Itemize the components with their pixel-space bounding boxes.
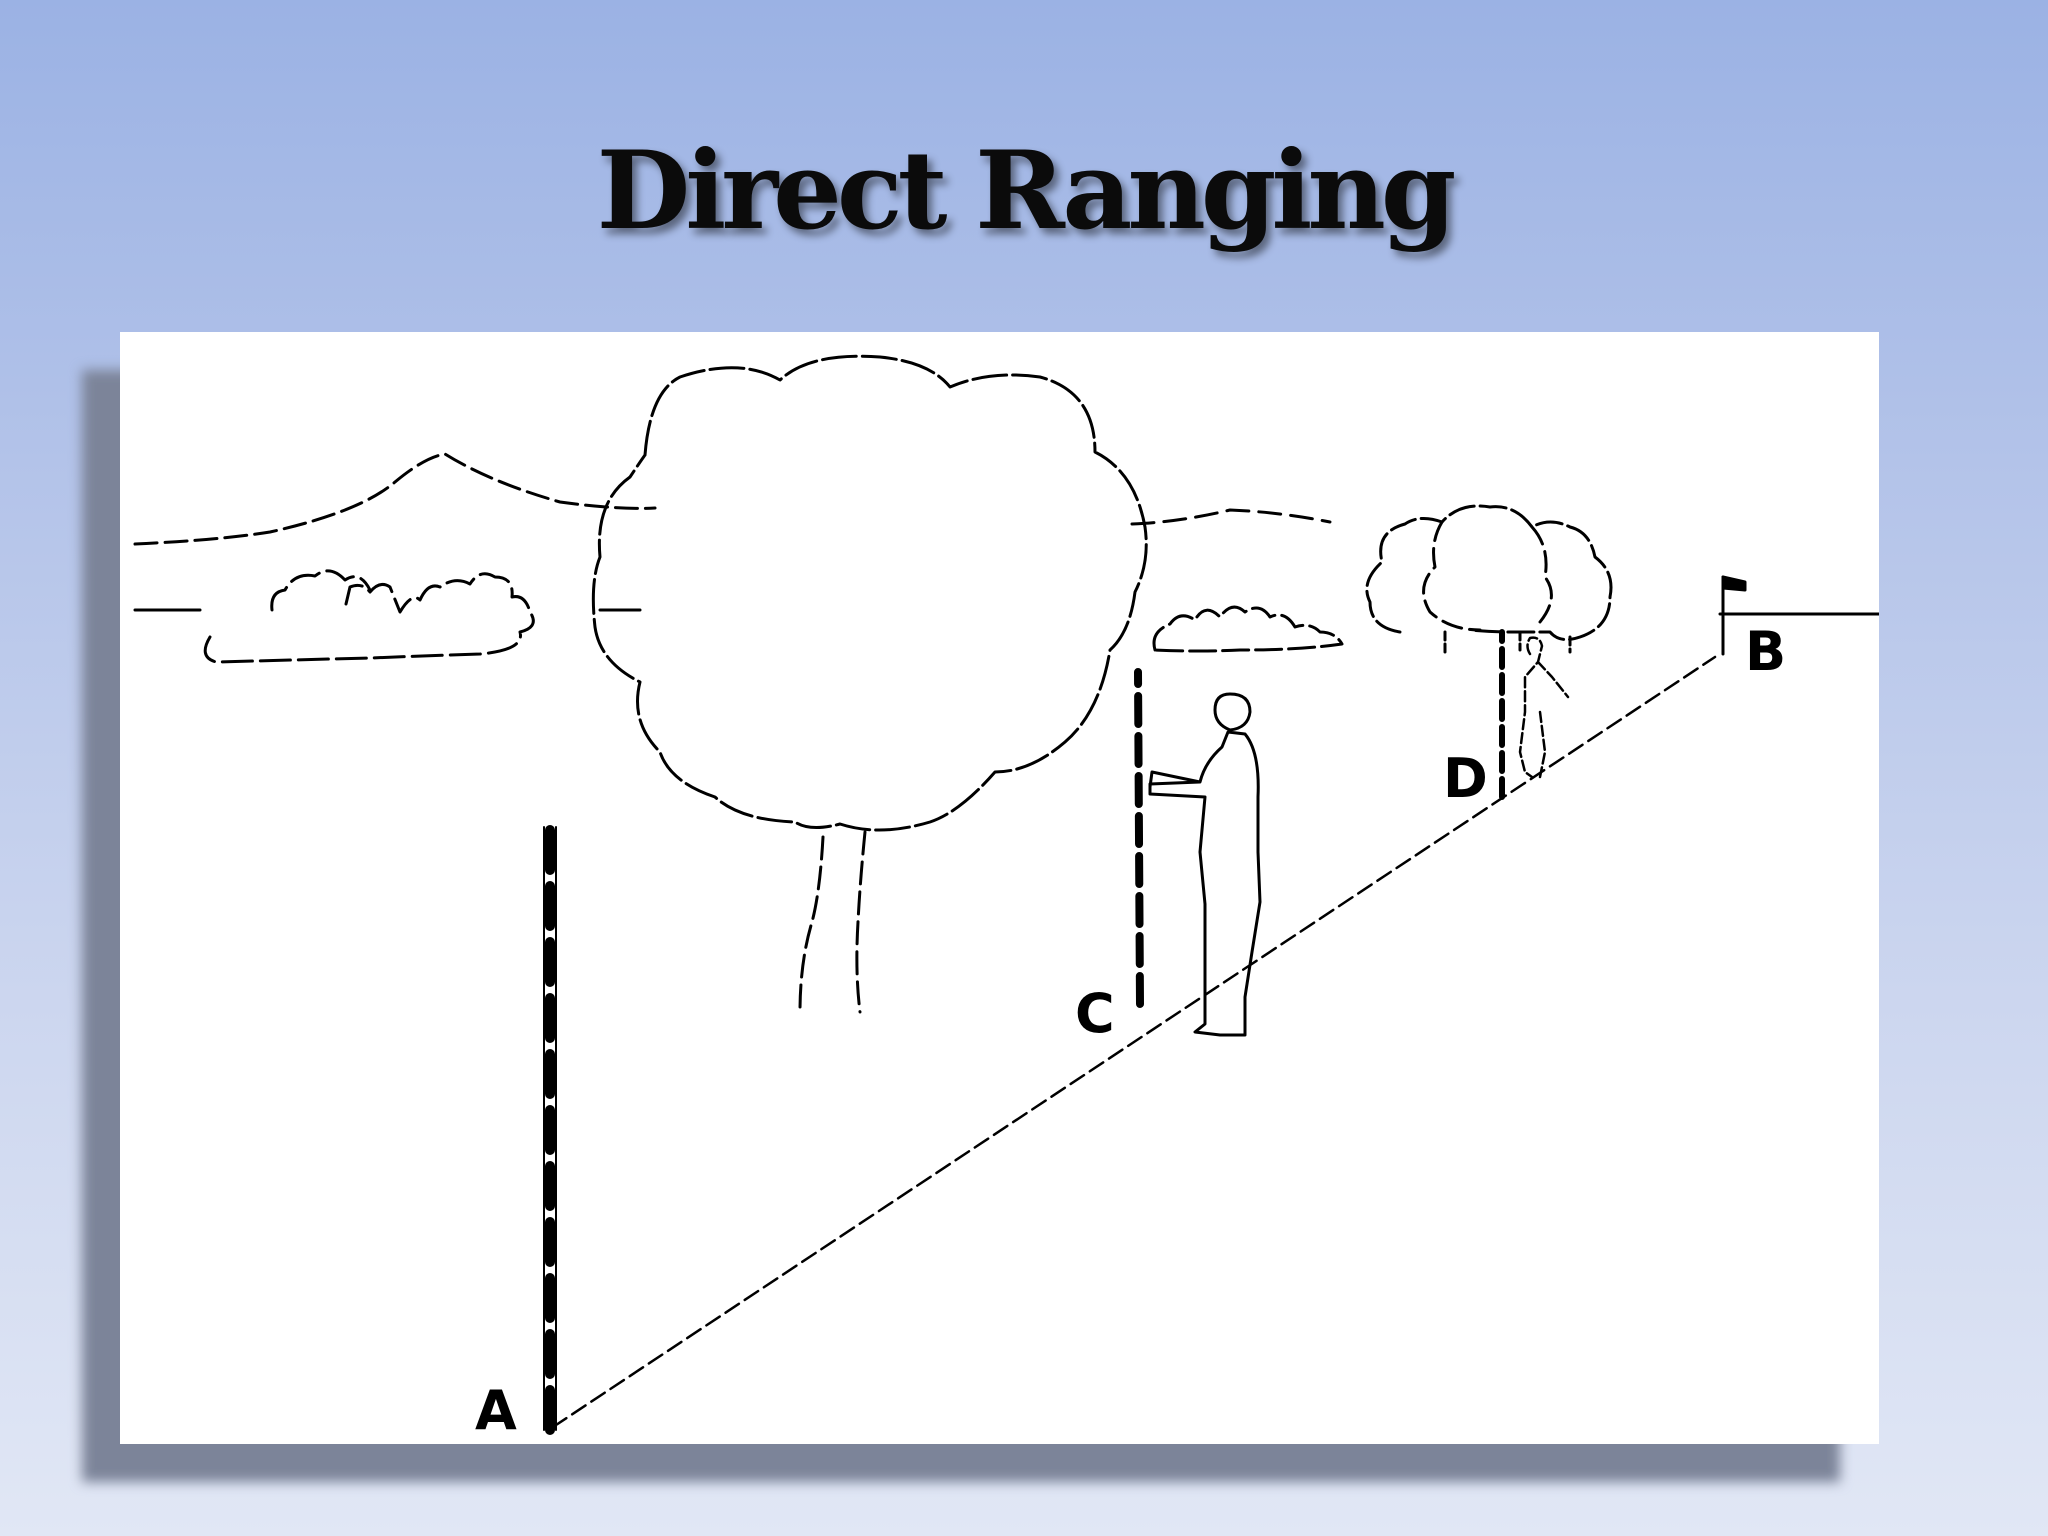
right-bushes [1152,605,1344,653]
left-bushes [203,569,535,664]
point-label-c: C [1075,982,1115,1045]
line-of-sight [551,655,1717,1429]
ranging-rod-a-outline [543,826,557,1431]
horizon-line [133,608,1879,616]
background-trees [1365,504,1613,642]
slide-title: Direct Ranging [596,128,1457,254]
ranging-rod-c [1134,668,1144,1008]
flag-b [1721,575,1747,592]
big-tree-canopy [591,354,1148,832]
ranging-illustration [133,354,1879,1435]
point-label-b: B [1745,620,1787,683]
person-d [1518,636,1570,779]
ranging-diagram: A C D B [120,332,1879,1444]
person-c [1148,692,1262,1037]
distant-hill-right [1130,508,1332,526]
point-label-a: A [475,1379,517,1442]
distant-hill [133,452,657,546]
big-tree-trunk [798,830,867,1014]
background-tree-inner [1422,520,1553,632]
background-tree-trunks [1443,630,1572,654]
point-label-d: D [1443,747,1488,810]
